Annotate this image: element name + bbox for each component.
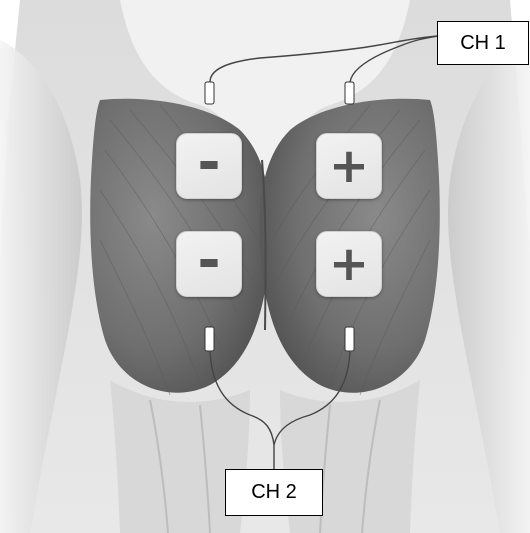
ch1-positive-electrode-pad: + xyxy=(316,133,382,199)
plus-icon: + xyxy=(329,240,369,288)
ch1-negative-electrode-pad: - xyxy=(176,133,242,199)
ch1-positive-connector xyxy=(345,82,354,104)
ch2-positive-electrode-pad: + xyxy=(316,231,382,297)
ch2-label: CH 2 xyxy=(225,469,323,516)
minus-icon: - xyxy=(197,233,220,289)
plus-icon: + xyxy=(329,142,369,190)
ch2-positive-connector xyxy=(345,327,354,351)
ch1-label: CH 1 xyxy=(437,21,529,65)
ch1-negative-connector xyxy=(205,82,214,104)
minus-icon: - xyxy=(197,135,220,191)
ch2-negative-connector xyxy=(205,327,214,351)
ch2-negative-electrode-pad: - xyxy=(176,231,242,297)
